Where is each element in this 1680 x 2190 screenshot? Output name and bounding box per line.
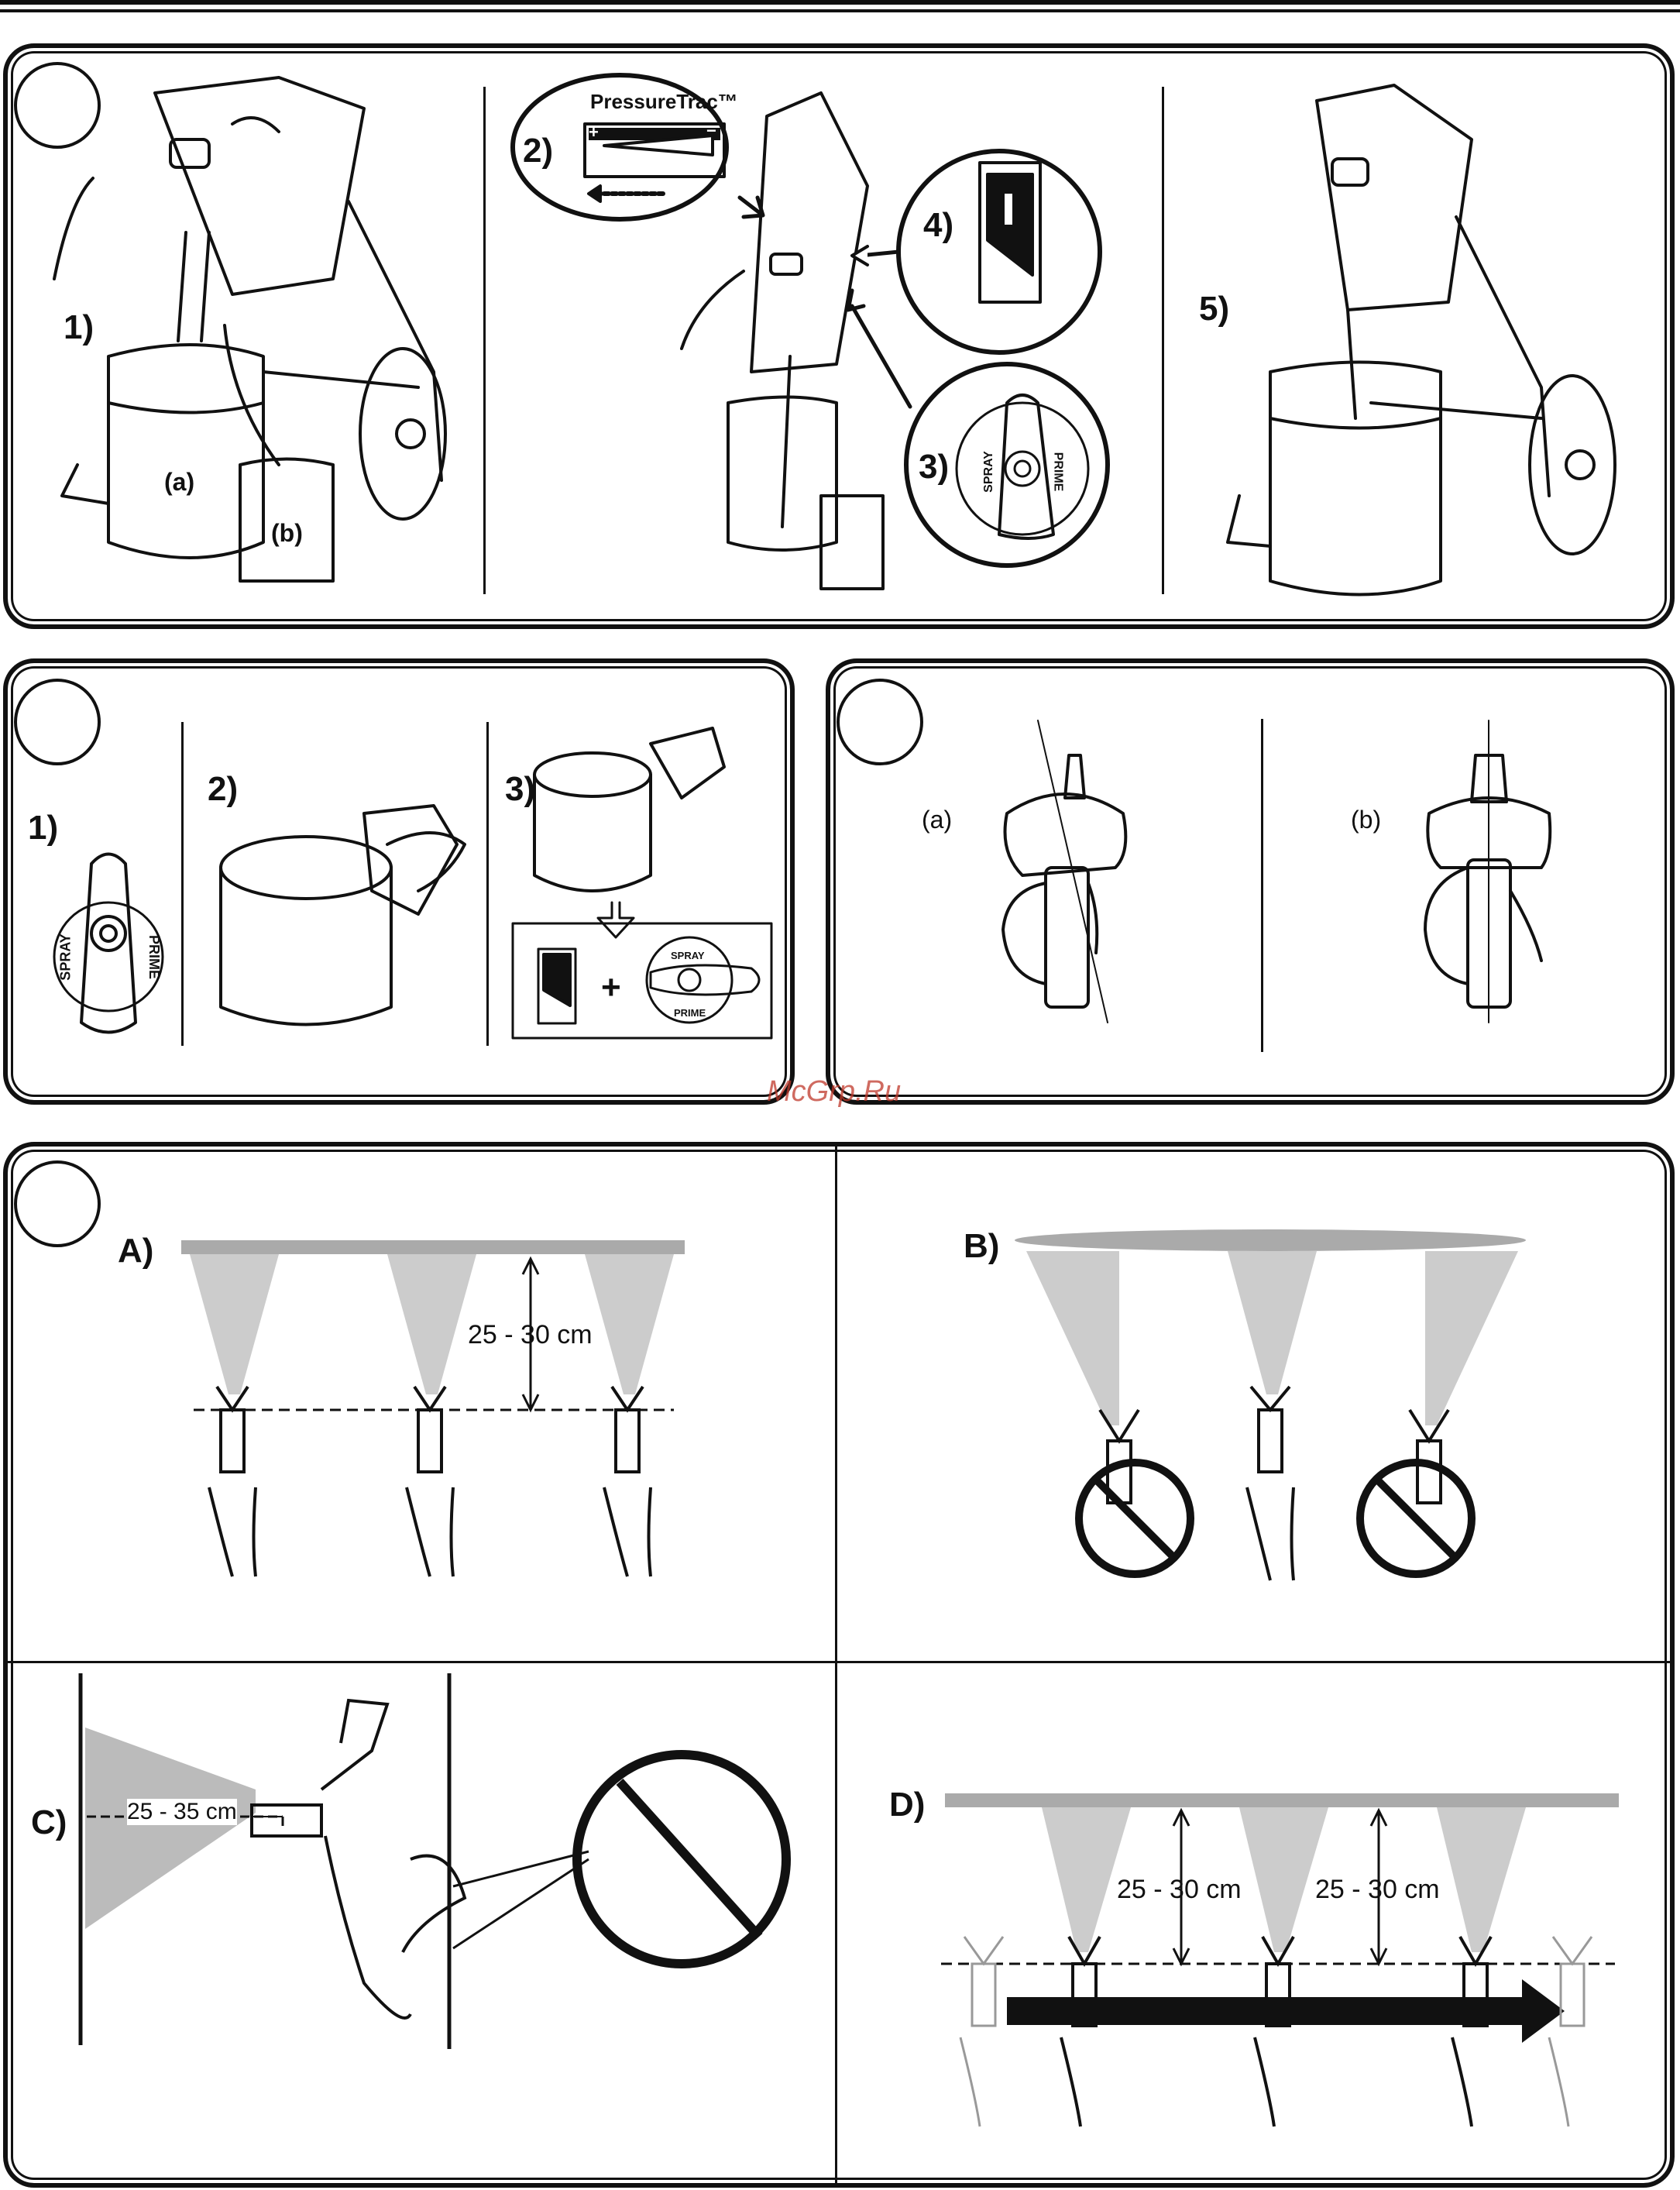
step-badge-4 [14,1160,101,1247]
p2-plus: + [601,968,621,1007]
pressuretrac-title: PressureTrac™ [590,90,738,114]
p2-step-2-label: 2) [208,770,238,809]
p2-knob-spray: SPRAY [58,933,74,980]
gauge-plus: + [589,122,599,143]
diagram-d-label: D) [889,1786,925,1824]
p1-step-3-label: 3) [919,448,949,486]
diagram-a-label: A) [118,1232,153,1270]
panel2-divider-1 [181,722,184,1046]
p1-step-4-label: 4) [923,206,953,245]
watermark: McGrp.Ru [767,1075,901,1109]
p1-step-2-label: 2) [523,132,553,170]
step-badge-3 [837,679,923,765]
diagram-c-label: C) [31,1803,67,1842]
sprayer-illustration-3 [1228,85,1615,595]
diagram-d-distance-1: 25 - 30 cm [1117,1875,1242,1905]
p2-step-3-label: 3) [505,770,535,809]
gauge-minus: − [706,121,716,141]
p2-knob-prime: PRIME [146,935,162,979]
p1-knob-spray: SPRAY [982,451,996,493]
diagram-c-distance: 25 - 35 cm [127,1799,237,1825]
p1-label-a: (a) [164,468,194,497]
sprayer-illustration-2 [682,93,883,589]
panel-spray-technique [3,1142,1675,2188]
p2-step-1-label: 1) [28,809,58,847]
panel-depressurize [3,658,795,1105]
panel3-divider [1261,719,1263,1052]
p3-label-a: (a) [922,806,952,834]
panel4-horizontal-divider [8,1661,1670,1663]
p1-step-1-label: 1) [64,308,94,347]
panel-gun-lock [826,658,1675,1105]
step-badge-2 [14,679,101,765]
p1-label-b: (b) [271,519,303,548]
sprayer-illustration-1 [54,77,445,581]
p2-mini-spray: SPRAY [671,950,705,961]
p1-knob-prime: PRIME [1050,452,1064,492]
diagram-d-distance-2: 25 - 30 cm [1315,1875,1440,1905]
p2-mini-prime: PRIME [674,1007,706,1019]
panel4-vertical-divider [835,1147,837,2185]
panel2-divider-2 [486,722,489,1046]
p3-label-b: (b) [1351,806,1381,834]
diagram-a-distance: 25 - 30 cm [468,1320,593,1350]
diagram-b-label: B) [964,1227,999,1266]
p1-step-5-label: 5) [1199,290,1229,328]
